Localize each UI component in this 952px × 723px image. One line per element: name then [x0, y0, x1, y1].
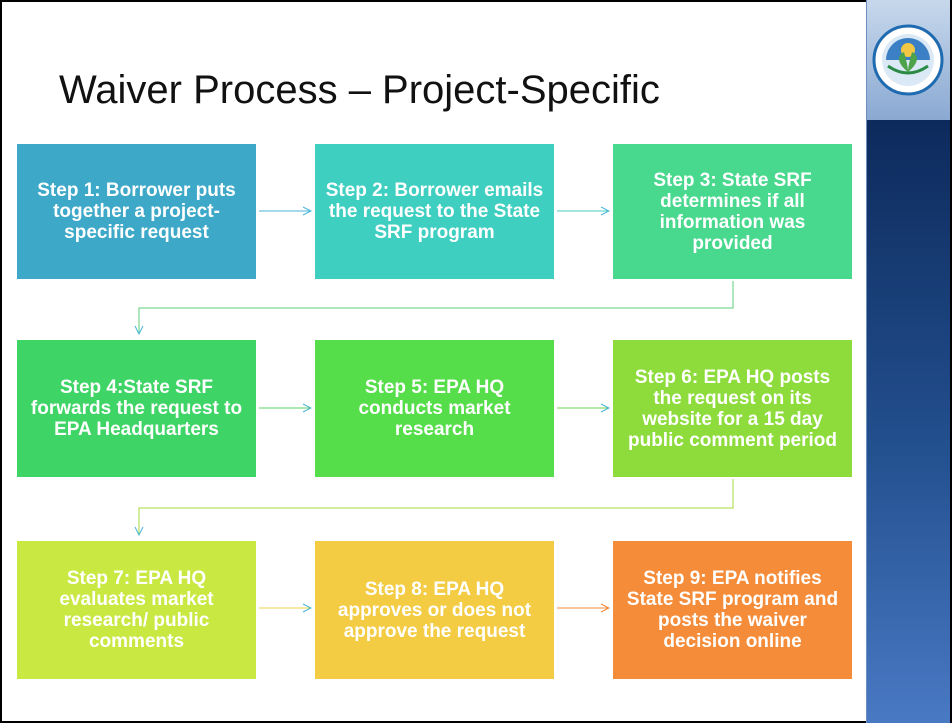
step-6-box: Step 6: EPA HQ posts the request on its … [613, 340, 852, 477]
step-3-box: Step 3: State SRF determines if all info… [613, 144, 852, 279]
step-7-box: Step 7: EPA HQ evaluates market research… [17, 541, 256, 679]
sidebar-decoration [866, 0, 950, 723]
step-2-box: Step 2: Borrower emails the request to t… [315, 144, 554, 279]
epa-seal-icon [872, 24, 944, 96]
step-4-box: Step 4:State SRF forwards the request to… [17, 340, 256, 477]
arrow-step3-to-step4 [139, 281, 734, 334]
step-1-box: Step 1: Borrower puts together a project… [17, 144, 256, 279]
arrow-step6-to-step7 [139, 479, 734, 535]
step-9-box: Step 9: EPA notifies State SRF program a… [613, 541, 852, 679]
step-8-box: Step 8: EPA HQ approves or does not appr… [315, 541, 554, 679]
slide-title: Waiver Process – Project-Specific [59, 68, 660, 112]
step-5-box: Step 5: EPA HQ conducts market research [315, 340, 554, 477]
